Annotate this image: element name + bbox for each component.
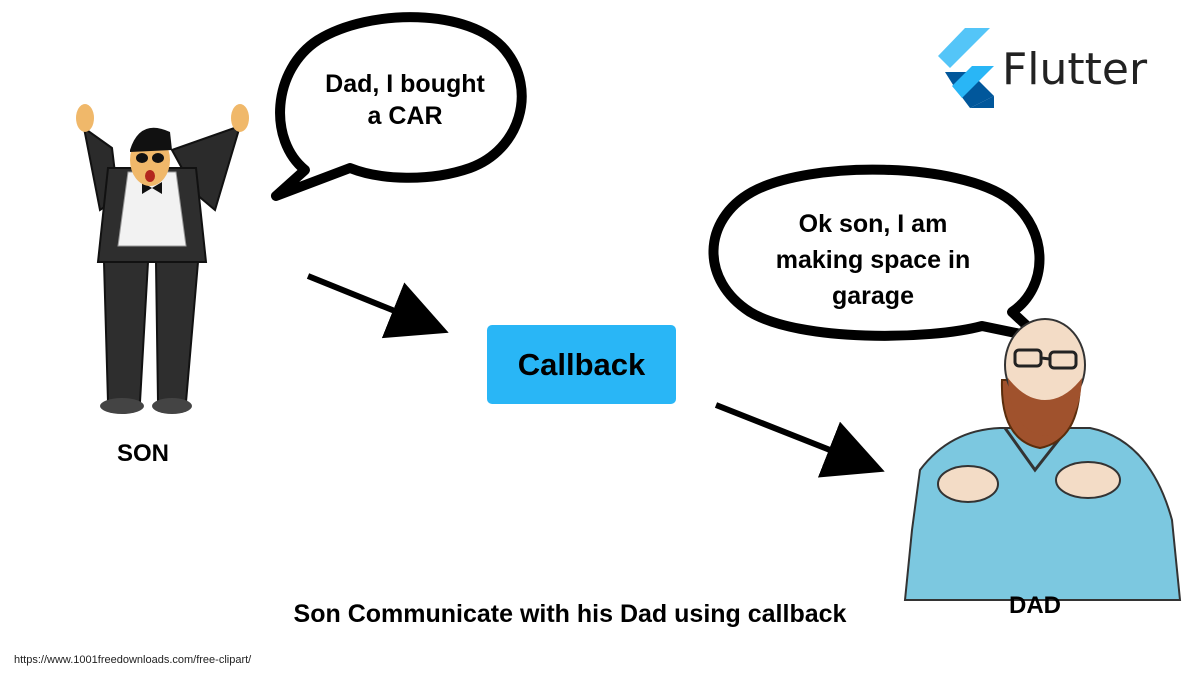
arrow-son-to-callback — [306, 273, 449, 339]
son-bubble-line-2: a CAR — [367, 102, 443, 130]
diagram-caption: Son Communicate with his Dad using callb… — [293, 600, 847, 628]
arrow-callback-to-dad — [714, 402, 885, 478]
flutter-wordmark: Flutter — [1002, 44, 1148, 95]
dad-bubble-text: Ok son, I am making space in garage — [738, 206, 1008, 314]
son-bubble-text: Dad, I bought a CAR — [300, 68, 510, 132]
flutter-logo-icon — [938, 28, 994, 108]
dad-figure-icon — [903, 318, 1182, 601]
image-credit: https://www.1001freedownloads.com/free-c… — [14, 654, 252, 666]
callback-label: Callback — [517, 346, 646, 382]
dad-bubble-line-2: making space in — [775, 246, 971, 274]
son-label: SON — [116, 440, 169, 467]
dad-bubble-line-1: Ok son, I am — [798, 210, 948, 238]
dad-speech-bubble — [708, 164, 1045, 343]
dad-label: DAD — [1009, 592, 1061, 619]
callback-box: Callback — [487, 325, 676, 404]
son-bubble-line-1: Dad, I bought — [325, 70, 485, 98]
dad-bubble-line-3: garage — [832, 282, 914, 310]
son-figure-icon — [76, 104, 249, 414]
son-speech-bubble — [271, 12, 527, 201]
